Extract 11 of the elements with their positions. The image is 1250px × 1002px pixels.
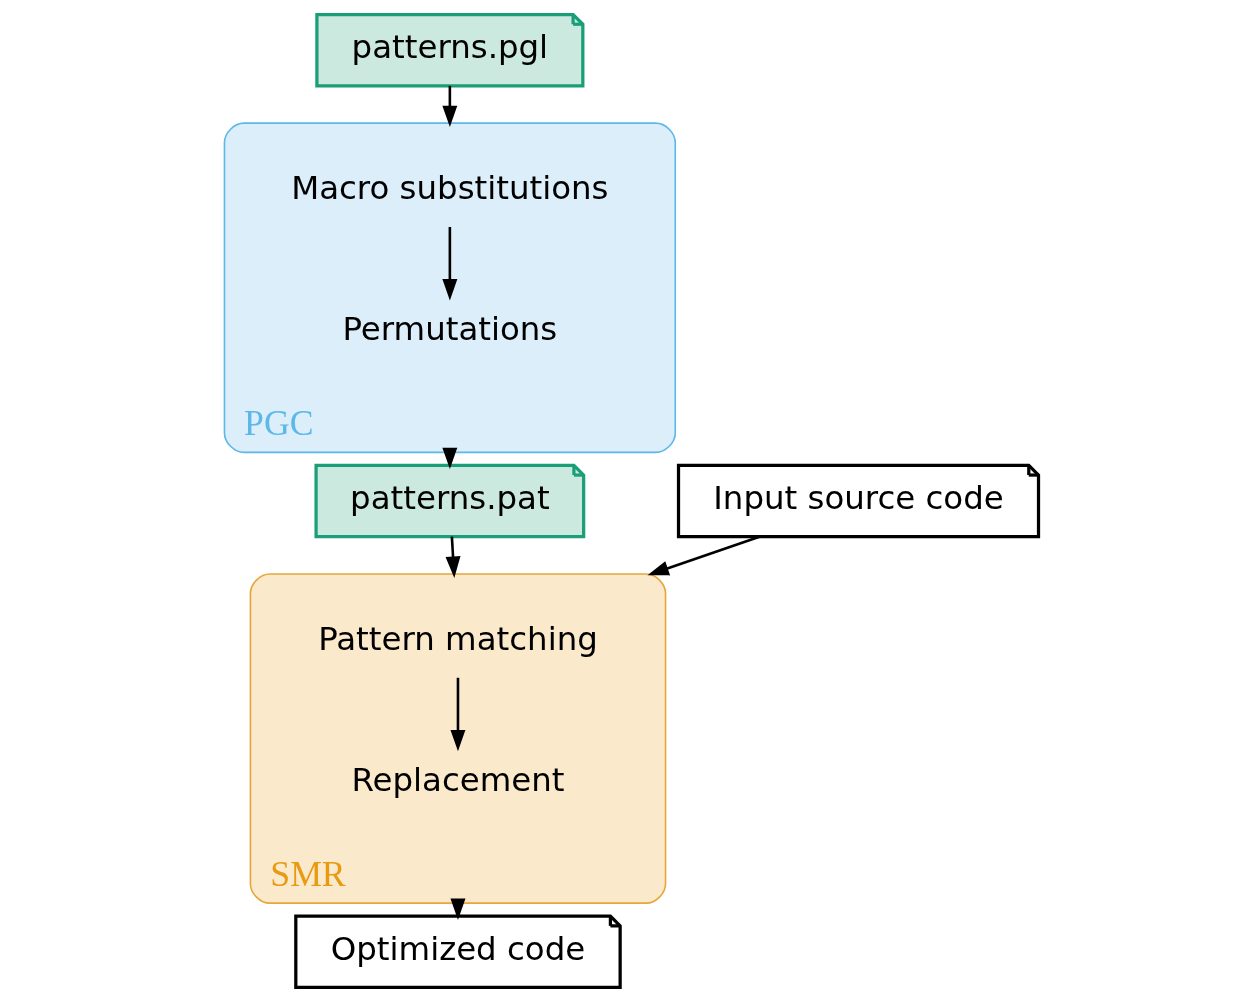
arrow xyxy=(450,898,466,920)
node-text: Macro substitutions xyxy=(291,169,609,208)
arrow xyxy=(450,677,466,752)
arrow xyxy=(442,85,458,128)
node-text: Permutations xyxy=(342,310,558,349)
arrow xyxy=(442,226,458,301)
node-text: Replacement xyxy=(351,761,565,800)
node-text: Pattern matching xyxy=(318,620,598,659)
arrow xyxy=(647,535,760,576)
arrow xyxy=(442,447,458,470)
arrow xyxy=(445,536,461,578)
